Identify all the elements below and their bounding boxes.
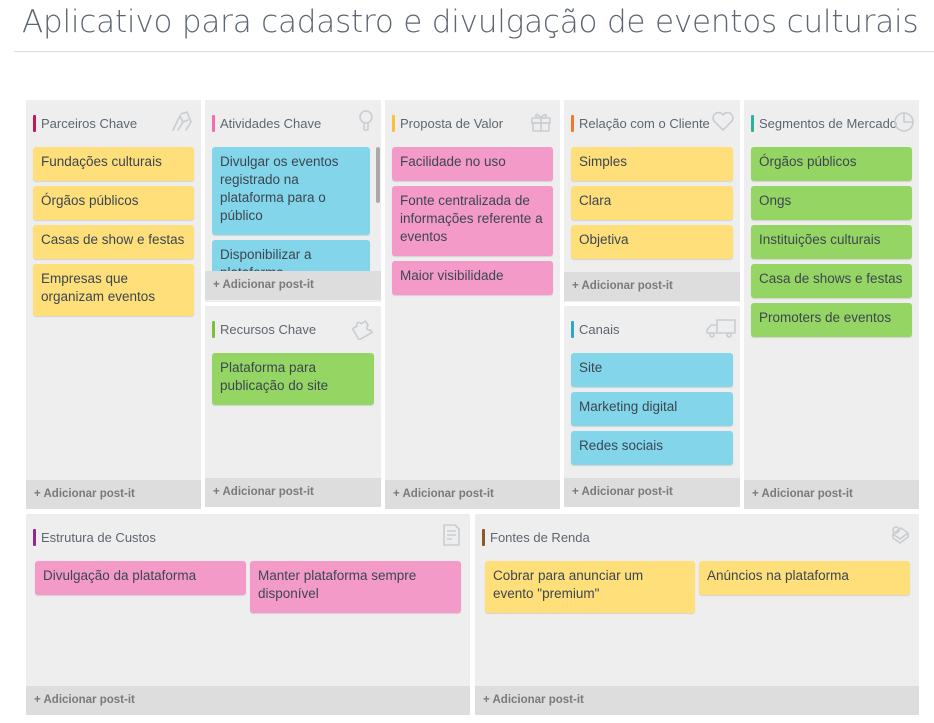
puzzle-icon [349,314,375,341]
postit-segmentos-3[interactable]: Instituições culturais [751,225,912,259]
handshake-icon [169,108,195,134]
postit-proposta-1[interactable]: Facilidade no uso [392,147,553,181]
add-postit-recursos[interactable]: + Adicionar post-it [205,478,381,507]
pie-chart-icon [891,108,917,134]
add-postit-receitas[interactable]: + Adicionar post-it [475,686,919,715]
postit-receitas-1[interactable]: Cobrar para anunciar um evento "premium" [485,561,695,613]
section-estrutura-custos: Estrutura de Custos Divulgação da plataf… [26,514,470,715]
section-title-relacao-cliente: Relação com o Cliente [571,115,710,132]
gift-icon [528,108,554,134]
postit-segmentos-5[interactable]: Promoters de eventos [751,303,912,337]
section-relacao-cliente: Relação com o Cliente Simples Clara Obje… [564,100,740,302]
lightbulb-icon [353,108,379,134]
postit-receitas-2[interactable]: Anúncios na plataforma [699,561,910,595]
postit-atividades-1[interactable]: Divulgar os eventos registrado na plataf… [212,147,370,235]
atividades-notes-scroll[interactable]: Divulgar os eventos registrado na plataf… [212,147,372,271]
section-canais: Canais Site Marketing digital Redes soci… [564,306,740,507]
section-title-parceiros-chave: Parceiros Chave [33,115,137,132]
postit-parceiros-2[interactable]: Órgãos públicos [33,186,194,220]
postit-parceiros-4[interactable]: Empresas que organizam eventos [33,264,194,316]
postit-custos-1[interactable]: Divulgação da plataforma [35,561,246,595]
add-postit-parceiros[interactable]: + Adicionar post-it [26,480,201,509]
document-icon [438,522,464,548]
postit-segmentos-2[interactable]: Ongs [751,186,912,220]
section-title-recursos-chave: Recursos Chave [212,321,316,338]
money-icon [887,522,913,548]
add-postit-segmentos[interactable]: + Adicionar post-it [744,480,919,509]
add-postit-canais[interactable]: + Adicionar post-it [564,478,740,507]
section-atividades-chave: Atividades Chave Divulgar os eventos reg… [205,100,381,302]
section-segmentos-mercado: Segmentos de Mercado Órgãos públicos Ong… [744,100,919,509]
section-title-estrutura-custos: Estrutura de Custos [33,529,156,546]
section-fontes-renda: Fontes de Renda Cobrar para anunciar um … [475,514,919,715]
postit-atividades-2[interactable]: Disponibilizar a plataforma [212,240,370,271]
section-title-fontes-renda: Fontes de Renda [482,529,590,546]
section-parceiros-chave: Parceiros Chave Fundações culturais Órgã… [26,100,201,509]
postit-canais-1[interactable]: Site [571,353,733,387]
truck-icon [704,314,738,340]
postit-custos-2[interactable]: Manter plataforma sempre disponível [250,561,461,613]
postit-canais-2[interactable]: Marketing digital [571,392,733,426]
postit-canais-3[interactable]: Redes sociais [571,431,733,465]
heart-icon [710,108,736,134]
postit-relacao-2[interactable]: Clara [571,186,733,220]
postit-parceiros-3[interactable]: Casas de show e festas [33,225,194,259]
title-divider [14,51,934,52]
postit-parceiros-1[interactable]: Fundações culturais [33,147,194,181]
postit-relacao-1[interactable]: Simples [571,147,733,181]
add-postit-proposta[interactable]: + Adicionar post-it [385,480,560,509]
add-postit-relacao[interactable]: + Adicionar post-it [564,272,740,301]
postit-proposta-2[interactable]: Fonte centralizada de informações refere… [392,186,553,256]
postit-proposta-3[interactable]: Maior visibilidade [392,261,553,295]
section-title-segmentos-mercado: Segmentos de Mercado [751,115,897,132]
postit-segmentos-4[interactable]: Casa de shows e festas [751,264,912,298]
postit-relacao-3[interactable]: Objetiva [571,225,733,259]
section-title-canais: Canais [571,321,619,338]
section-proposta-valor: Proposta de Valor Facilidade no uso Font… [385,100,560,509]
section-title-proposta-valor: Proposta de Valor [392,115,503,132]
section-title-atividades-chave: Atividades Chave [212,115,321,132]
add-postit-custos[interactable]: + Adicionar post-it [26,686,470,715]
postit-recursos-1[interactable]: Plataforma para publicação do site [212,353,374,405]
postit-segmentos-1[interactable]: Órgãos públicos [751,147,912,181]
page-title: Aplicativo para cadastro e divulgação de… [22,4,919,40]
section-recursos-chave: Recursos Chave Plataforma para publicaçã… [205,306,381,507]
add-postit-atividades[interactable]: + Adicionar post-it [205,271,381,300]
scrollbar-atividades[interactable] [376,147,380,203]
